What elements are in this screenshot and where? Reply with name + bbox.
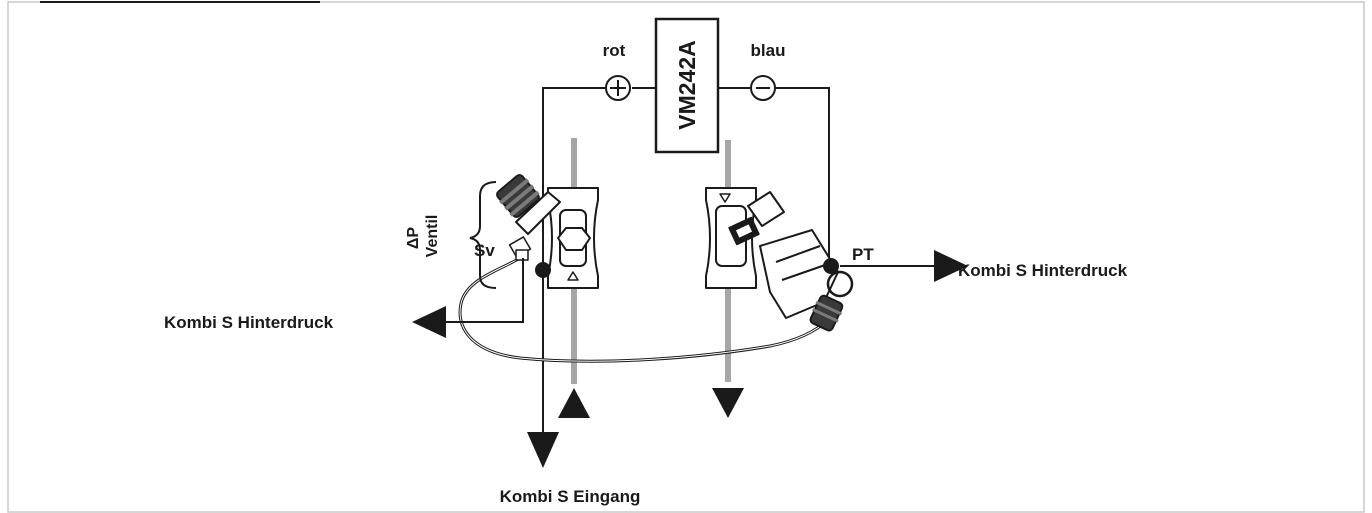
left-probe-point: [535, 262, 551, 278]
right-output-label: Kombi S Hinterdruck: [958, 261, 1128, 280]
bottom-input-label: Kombi S Eingang: [500, 487, 641, 506]
delta-p-brace: [469, 181, 497, 289]
right-probe-point: [823, 258, 839, 274]
delta-p-label: ΔP: [405, 227, 422, 250]
bottom-input-arrow: [527, 432, 559, 468]
capillary-tube-inner: [459, 257, 831, 362]
meter-box: [654, 17, 720, 154]
ventil-label: Ventil: [424, 215, 441, 258]
upward-flow-arrow: [558, 388, 590, 418]
right-valve-icon: [705, 187, 854, 332]
meter-model-label: VM242A: [674, 40, 700, 129]
left-output-arrow: [412, 306, 446, 338]
left-output-line: [446, 258, 524, 323]
plus-sign: [610, 80, 626, 96]
meter-wiring: [542, 87, 830, 432]
downward-flow-arrow: [712, 388, 744, 418]
right-output-arrow: [934, 250, 968, 282]
left-valve-icon: [496, 174, 599, 289]
sv-label: Sv: [474, 241, 495, 260]
negative-probe-label: blau: [751, 41, 786, 60]
left-output-label: Kombi S Hinterdruck: [164, 313, 334, 332]
pt-label: PT: [852, 245, 874, 264]
positive-probe-label: rot: [603, 41, 626, 60]
